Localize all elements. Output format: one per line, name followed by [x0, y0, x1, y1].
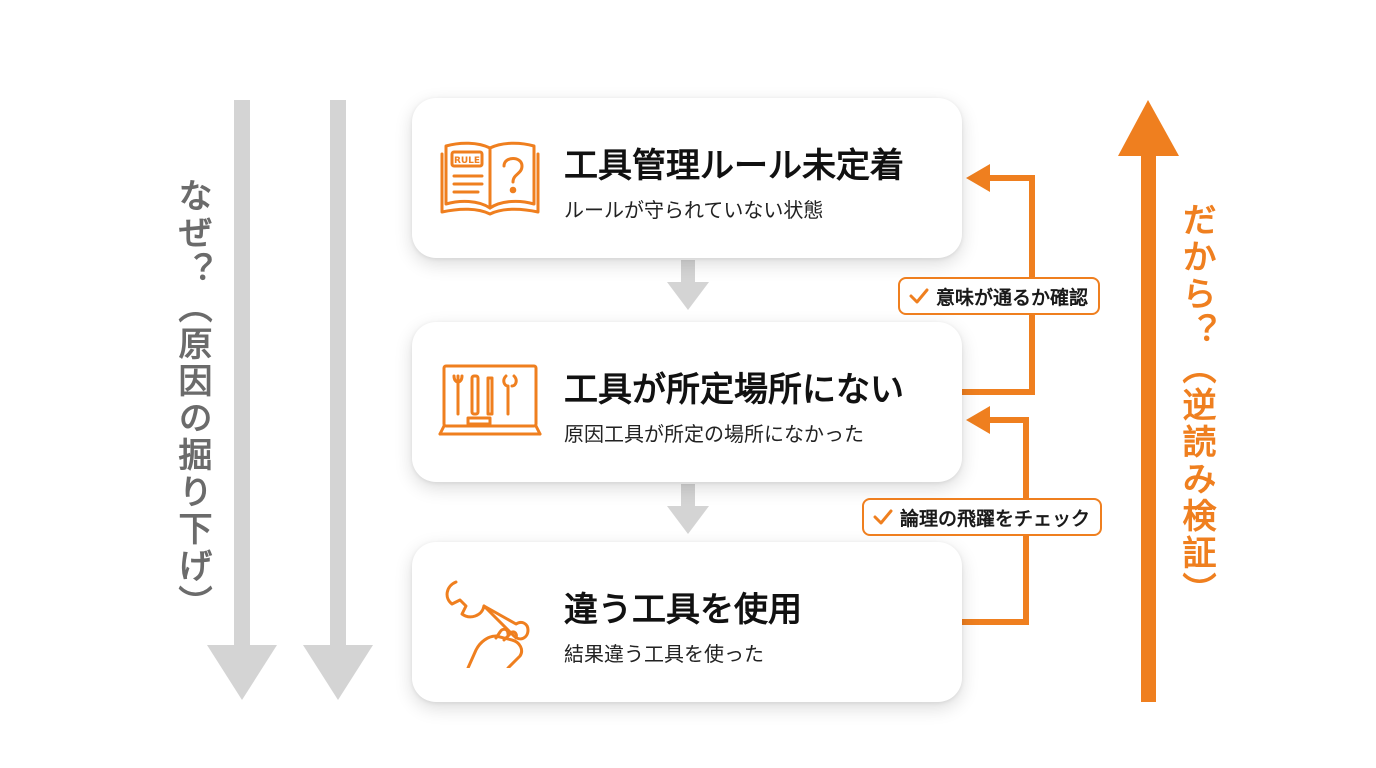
card-wrong-tool-used: 違う工具を使用 結果違う工具を使った — [412, 542, 962, 702]
so-what-label: だから？（逆読み検証） — [1176, 202, 1216, 609]
card-title: 違う工具を使用 — [564, 590, 802, 630]
tool-board-icon — [438, 364, 542, 436]
check-badge-logic-leap: 論理の飛躍をチェック — [862, 498, 1103, 536]
card-subtitle: 結果違う工具を使った — [564, 642, 764, 666]
right-up-arrow — [1118, 100, 1179, 702]
between-arrow-1 — [667, 260, 709, 310]
card-subtitle: 原因工具が所定の場所になかった — [564, 422, 864, 446]
rule-book-text: RULE — [454, 156, 480, 166]
check-label: 意味が通るか確認 — [936, 286, 1089, 309]
check-badge-meaning: 意味が通るか確認 — [898, 277, 1101, 315]
check-icon — [873, 509, 893, 525]
card-subtitle: ルールが守られていない状態 — [564, 198, 824, 222]
hand-wrench-icon — [445, 580, 530, 668]
check-icon — [909, 288, 929, 304]
card-title: 工具管理ルール未定着 — [564, 146, 904, 186]
left-arrow-2 — [303, 100, 373, 700]
between-arrow-2 — [667, 484, 709, 534]
left-arrow-1 — [207, 100, 277, 700]
card-rule-not-established: RULE 工具管理ルール未定着 ルールが守られていない状態 — [412, 98, 962, 258]
rule-book-icon: RULE — [440, 141, 540, 216]
card-title: 工具が所定場所にない — [564, 370, 904, 410]
check-label: 論理の飛躍をチェック — [900, 507, 1091, 530]
card-tool-not-in-place: 工具が所定場所にない 原因工具が所定の場所になかった — [412, 322, 962, 482]
why-label: なぜ？（原因の掘り下げ） — [172, 178, 212, 622]
